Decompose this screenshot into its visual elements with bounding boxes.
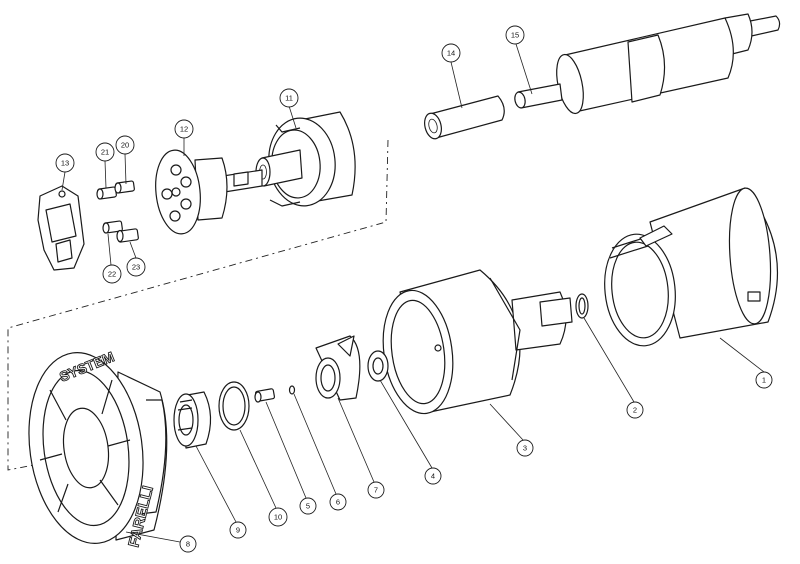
callout-8: 8 [125,531,197,553]
callout-4: 4 [379,379,442,485]
callout-12: 12 [174,119,194,156]
callout-6: 6 [293,393,347,511]
callout-label: 5 [306,502,310,511]
callout-label: 4 [431,472,435,481]
callout-9: 9 [195,445,247,539]
part-1-housing [604,187,778,347]
callout-2: 2 [583,317,644,419]
part-13-cover-plate [37,185,85,271]
part-12-rotor-disc [155,149,263,235]
part-22-fitting [102,220,123,234]
callout-1: 1 [719,337,773,389]
part-4-bearing [367,350,389,382]
part-2-o-ring [575,293,589,319]
callout-label: 21 [101,148,109,157]
callout-label: 15 [511,31,519,40]
part-5-fitting [254,388,276,403]
part-8-front-grille: SYSTEM FARELLI [28,348,168,549]
part-6-ring [288,385,296,395]
part-23-fitting [116,228,139,243]
part-9-nozzle [173,391,212,449]
callout-15: 15 [505,25,533,95]
callout-label: 10 [274,513,282,522]
callout-label: 3 [523,444,527,453]
callout-label: 1 [762,376,766,385]
part-11-housing [255,111,356,207]
part-21-fitting [96,186,117,200]
callout-20: 20 [115,135,135,185]
callout-23: 23 [126,241,146,277]
callout-10: 10 [239,429,288,527]
part-10-o-ring [218,381,250,431]
part-14-tube [424,95,505,140]
callout-7: 7 [337,397,385,499]
callout-label: 9 [236,526,240,535]
part-3-fan-housing [382,269,573,415]
callout-label: 12 [180,125,188,134]
callout-label: 13 [61,159,69,168]
callout-label: 22 [108,270,116,279]
callout-label: 11 [285,94,293,103]
callout-3: 3 [489,403,534,457]
callout-5: 5 [265,401,317,515]
callout-21: 21 [95,142,115,189]
part-7-impeller [315,335,361,401]
callout-22: 22 [102,233,122,284]
callout-label: 2 [633,406,637,415]
callout-label: 14 [447,49,455,58]
callout-13: 13 [55,153,75,191]
callout-11: 11 [279,88,299,129]
callout-label: 7 [374,486,378,495]
callout-label: 20 [121,141,129,150]
callout-label: 6 [336,498,340,507]
part-20-fitting [114,180,135,194]
callout-label: 8 [186,540,190,549]
part-15-shaft-assembly [514,13,781,115]
callout-label: 23 [132,263,140,272]
callout-14: 14 [441,43,463,109]
callout-layer: 1 2 3 4 5 6 7 [55,25,773,553]
